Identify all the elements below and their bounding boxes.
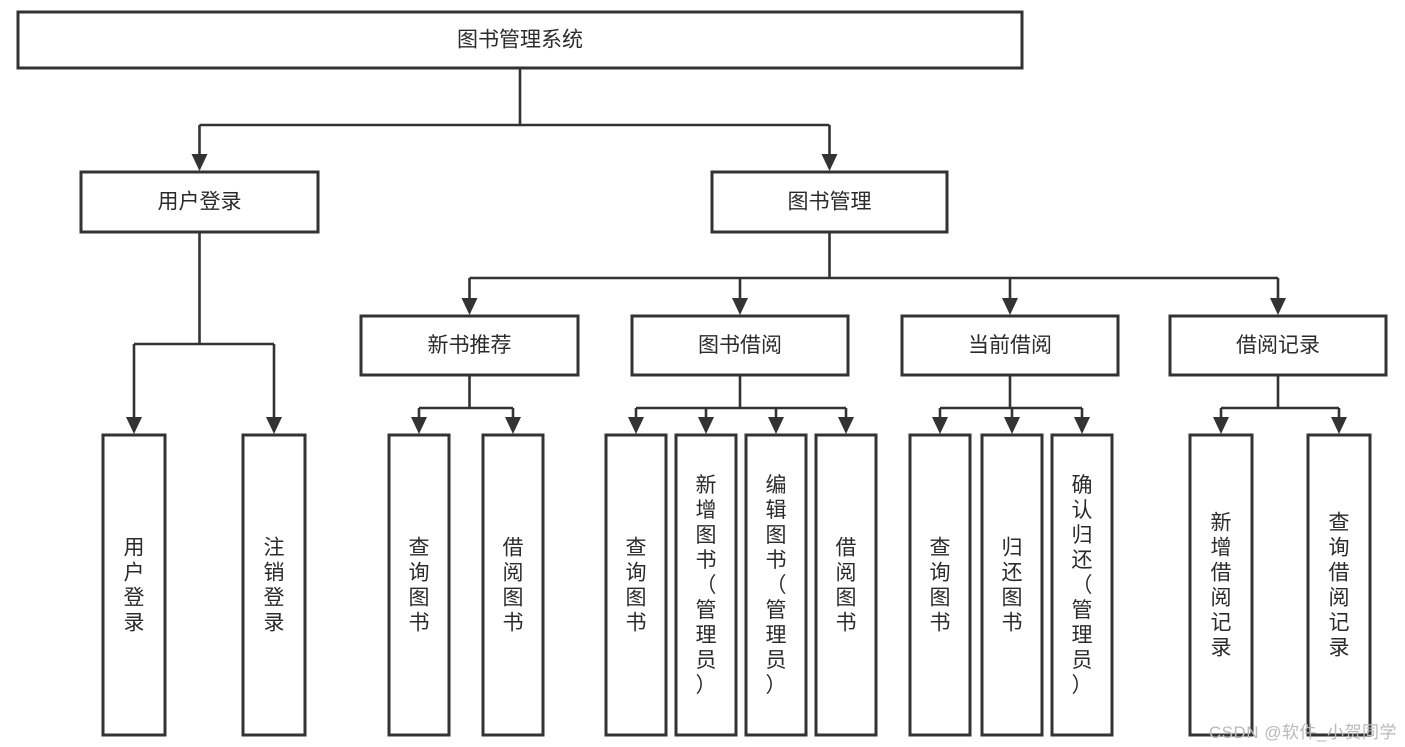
edge-group-current-borrow [932, 375, 1090, 434]
node-leaf-borrow-do[interactable]: 借阅图书 [814, 433, 878, 737]
node-leaf-cur-return[interactable]: 归还图书 [980, 433, 1044, 737]
edge-group-user-login [126, 232, 282, 434]
node-box-book-borrow [630, 314, 850, 377]
arrow-head-e-root-book [821, 154, 838, 171]
node-box-leaf-borrow-do [814, 433, 878, 737]
arrow-head-e-record-add [1213, 417, 1229, 434]
node-new-book-rec[interactable]: 新书推荐 [359, 314, 580, 377]
node-label-leaf-borrow-do: 借阅图书 [836, 537, 857, 635]
node-label-leaf-rec-add: 新增借阅记录 [1211, 512, 1232, 660]
node-box-root [16, 10, 1024, 70]
arrow-head-e-user-login-leaf [126, 417, 142, 434]
node-leaf-cur-query[interactable]: 查询图书 [908, 433, 972, 737]
node-leaf-rec-query2[interactable]: 查询借阅记录 [1306, 433, 1372, 737]
node-box-user-login [79, 170, 320, 234]
node-leaf-borrow-edit[interactable]: 编辑图书（管理员） [744, 433, 808, 737]
node-box-leaf-cur-confirm [1050, 433, 1114, 737]
node-root[interactable]: 图书管理系统 [16, 10, 1024, 70]
arrow-head-e-borrow-query [628, 417, 644, 434]
arrow-head-e-book-rec [461, 298, 478, 315]
node-box-leaf-borrow-edit [744, 433, 808, 737]
arrow-head-e-borrow-edit [768, 417, 784, 434]
node-box-leaf-cur-return [980, 433, 1044, 737]
arrow-head-e-cur-query [932, 417, 948, 434]
node-box-leaf-rec-query [387, 433, 451, 737]
arrow-head-e-user-logout-leaf [266, 417, 282, 434]
node-label-book-borrow: 图书借阅 [698, 334, 782, 357]
node-box-leaf-logout [241, 433, 307, 737]
node-box-leaf-borrow-add [674, 433, 738, 737]
arrow-head-e-root-user [191, 154, 208, 171]
edge-group-book-manage [461, 232, 1286, 315]
node-box-leaf-user-login [101, 433, 167, 737]
node-box-current-borrow [900, 314, 1120, 377]
node-book-manage[interactable]: 图书管理 [710, 170, 949, 234]
arrow-head-e-cur-confirm [1074, 417, 1090, 434]
node-leaf-borrow-add[interactable]: 新增图书（管理员） [674, 433, 738, 737]
arrow-head-e-rec-borrow [505, 417, 521, 434]
node-label-current-borrow: 当前借阅 [968, 334, 1052, 357]
node-label-leaf-logout: 注销登录 [264, 537, 285, 635]
node-current-borrow[interactable]: 当前借阅 [900, 314, 1120, 377]
node-box-leaf-rec-query2 [1306, 433, 1372, 737]
node-label-borrow-record: 借阅记录 [1236, 334, 1320, 357]
node-label-leaf-rec-borrow: 借阅图书 [503, 537, 524, 635]
arrow-head-e-record-query [1331, 417, 1347, 434]
node-label-leaf-borrow-add: 新增图书（管理员） [696, 474, 717, 697]
node-label-book-manage: 图书管理 [788, 191, 872, 214]
node-box-leaf-borrow-query [604, 433, 668, 737]
node-label-root: 图书管理系统 [457, 29, 583, 52]
node-label-leaf-rec-query2: 查询借阅记录 [1329, 512, 1350, 660]
node-label-leaf-cur-query: 查询图书 [930, 537, 951, 635]
edge-group-root [191, 68, 838, 171]
node-label-leaf-borrow-edit: 编辑图书（管理员） [766, 474, 787, 697]
arrow-head-e-rec-query [411, 417, 427, 434]
node-box-new-book-rec [359, 314, 580, 377]
node-leaf-borrow-query[interactable]: 查询图书 [604, 433, 668, 737]
arrow-head-e-cur-return [1004, 417, 1020, 434]
arrow-head-e-book-record [1270, 298, 1286, 315]
node-box-leaf-rec-add [1188, 433, 1254, 737]
nodes-layer: 图书管理系统用户登录图书管理新书推荐图书借阅当前借阅借阅记录用户登录注销登录查询… [16, 10, 1388, 737]
node-borrow-record[interactable]: 借阅记录 [1168, 314, 1388, 377]
arrow-head-e-borrow-add [698, 417, 714, 434]
node-box-book-manage [710, 170, 949, 234]
node-label-leaf-cur-confirm: 确认归还（管理员） [1072, 474, 1093, 697]
node-label-leaf-borrow-query: 查询图书 [626, 537, 647, 635]
node-leaf-rec-borrow[interactable]: 借阅图书 [481, 433, 545, 737]
arrow-head-e-borrow-do [838, 417, 854, 434]
node-label-new-book-rec: 新书推荐 [428, 334, 512, 357]
node-box-leaf-cur-query [908, 433, 972, 737]
node-leaf-rec-query[interactable]: 查询图书 [387, 433, 451, 737]
node-book-borrow[interactable]: 图书借阅 [630, 314, 850, 377]
watermark-text: CSDN @软件_小贺同学 [1208, 723, 1397, 742]
edge-group-book-borrow [628, 375, 854, 434]
node-leaf-cur-confirm[interactable]: 确认归还（管理员） [1050, 433, 1114, 737]
node-label-leaf-user-login: 用户登录 [124, 537, 145, 635]
arrow-head-e-book-cur [1002, 298, 1018, 315]
arrow-head-e-book-borrow [732, 298, 748, 315]
node-user-login[interactable]: 用户登录 [79, 170, 320, 234]
node-leaf-user-login[interactable]: 用户登录 [101, 433, 167, 737]
node-label-leaf-rec-query: 查询图书 [409, 537, 430, 635]
node-label-leaf-cur-return: 归还图书 [1002, 537, 1023, 635]
node-box-leaf-rec-borrow [481, 433, 545, 737]
node-leaf-logout[interactable]: 注销登录 [241, 433, 307, 737]
edge-group-borrow-record [1213, 375, 1347, 434]
edge-group-new-book-rec [411, 375, 521, 434]
node-box-borrow-record [1168, 314, 1388, 377]
edges-layer [126, 68, 1347, 434]
node-leaf-rec-add[interactable]: 新增借阅记录 [1188, 433, 1254, 737]
node-label-user-login: 用户登录 [158, 191, 242, 214]
